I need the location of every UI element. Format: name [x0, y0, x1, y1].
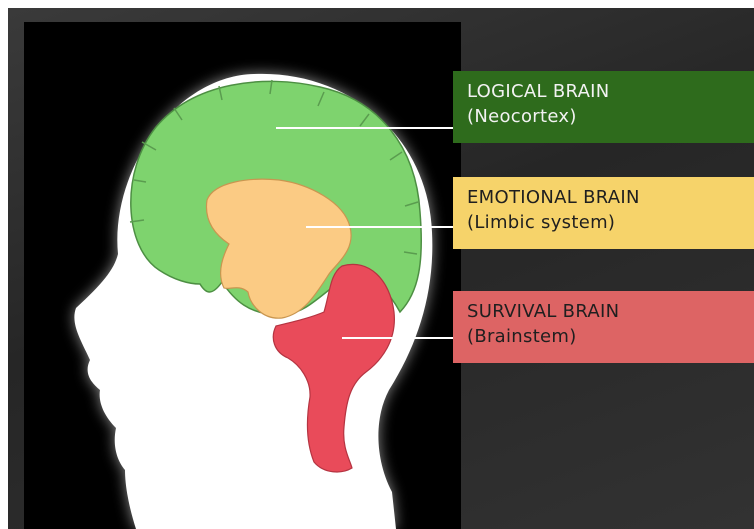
- logical-brain-subtitle: (Neocortex): [467, 104, 754, 129]
- brain-diagram: [24, 22, 461, 529]
- survival-brain-subtitle: (Brainstem): [467, 324, 754, 349]
- head-illustration: [24, 22, 461, 529]
- slide: LOGICAL BRAIN (Neocortex) EMOTIONAL BRAI…: [8, 8, 754, 529]
- emotional-brain-title: EMOTIONAL BRAIN: [467, 185, 754, 210]
- emotional-brain-subtitle: (Limbic system): [467, 210, 754, 235]
- logical-brain-label: LOGICAL BRAIN (Neocortex): [453, 71, 754, 143]
- emotional-brain-label: EMOTIONAL BRAIN (Limbic system): [453, 177, 754, 249]
- logical-brain-title: LOGICAL BRAIN: [467, 79, 754, 104]
- survival-brain-title: SURVIVAL BRAIN: [467, 299, 754, 324]
- survival-brain-label: SURVIVAL BRAIN (Brainstem): [453, 291, 754, 363]
